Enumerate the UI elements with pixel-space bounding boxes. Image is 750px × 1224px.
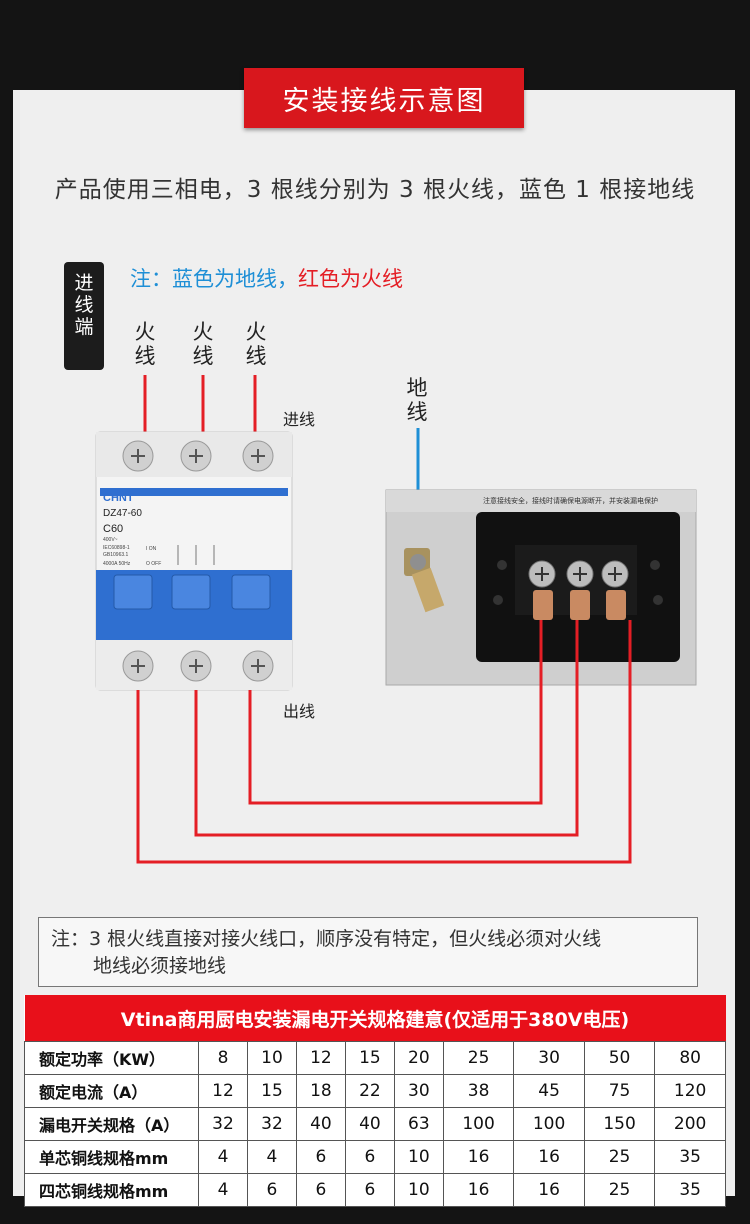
table-cell: 25 — [442, 1041, 515, 1075]
bottom-note-line2: 地线必须接地线 — [93, 955, 227, 977]
table-cell: 38 — [442, 1074, 515, 1108]
table-cell: 100 — [513, 1107, 585, 1141]
bottom-note: 注：3 根火线直接对接火线口，顺序没有特定，但火线必须对火线 地线必须接地线 — [38, 917, 698, 987]
table-cell: 4 — [246, 1140, 297, 1174]
breaker-rating: C60 — [103, 523, 123, 535]
table-cell: 6 — [246, 1173, 297, 1207]
live-wire-label-2: 火线 — [191, 320, 215, 368]
table-cell: 63 — [393, 1107, 444, 1141]
output-live-wires — [136, 620, 632, 864]
table-cell: 6 — [295, 1173, 346, 1207]
table-cell: 25 — [583, 1140, 656, 1174]
table-cell: 10 — [393, 1140, 444, 1174]
table-cell: 80 — [654, 1041, 726, 1075]
table-cell: 15 — [246, 1074, 297, 1108]
table-cell: 6 — [295, 1140, 346, 1174]
table-cell: 16 — [513, 1140, 585, 1174]
table-cell: 32 — [246, 1107, 297, 1141]
breaker-voltage: 400V~ — [103, 537, 118, 543]
table-cell: 120 — [654, 1074, 726, 1108]
table-cell: 200 — [654, 1107, 726, 1141]
table-cell: 12 — [198, 1074, 248, 1108]
table-cell: 12 — [295, 1041, 346, 1075]
spec-table-title: Vtina商用厨电安装漏电开关规格建意(仅适用于380V电压) — [24, 995, 726, 1042]
side-tag: 进 线 端 — [64, 262, 104, 370]
row-label: 额定功率（KW） — [24, 1041, 199, 1075]
table-cell: 30 — [393, 1074, 444, 1108]
table-cell: 22 — [344, 1074, 395, 1108]
breaker-std1: IEC60898-1 — [103, 545, 130, 551]
label-char: 火 — [245, 320, 267, 344]
subtitle: 产品使用三相电，3 根线分别为 3 根火线，蓝色 1 根接地线 — [54, 177, 696, 203]
table-cell: 4 — [198, 1173, 248, 1207]
circuit-breaker: CHNT DZ47-60 C60 400V~ IEC60898-1 GB1096… — [95, 431, 293, 691]
bottom-note-line1: 注：3 根火线直接对接火线口，顺序没有特定，但火线必须对火线 — [51, 928, 602, 950]
label-char: 火 — [192, 320, 214, 344]
spec-table: Vtina商用厨电安装漏电开关规格建意(仅适用于380V电压) 额定功率（KW）… — [24, 995, 726, 1207]
table-cell: 8 — [198, 1041, 248, 1075]
live-wire-label-3: 火线 — [244, 320, 268, 368]
table-cell: 50 — [583, 1041, 656, 1075]
label-char: 线 — [245, 344, 267, 368]
table-cell: 6 — [344, 1173, 395, 1207]
table-cell: 35 — [654, 1140, 726, 1174]
table-cell: 75 — [583, 1074, 656, 1108]
input-label: 进线 — [283, 410, 316, 429]
table-cell: 15 — [344, 1041, 395, 1075]
table-cell: 40 — [344, 1107, 395, 1141]
breaker-on: I ON — [146, 546, 157, 552]
row-label: 单芯铜线规格mm — [24, 1140, 199, 1174]
row-label: 额定电流（A） — [24, 1074, 199, 1108]
page-title: 安装接线示意图 — [244, 68, 524, 128]
ground-wire-label: 地线 — [405, 376, 429, 424]
breaker-model: DZ47-60 — [103, 508, 142, 519]
table-cell: 10 — [246, 1041, 297, 1075]
label-char: 线 — [134, 344, 156, 368]
table-cell: 4 — [198, 1140, 248, 1174]
incoming-live-wires — [143, 375, 257, 440]
breaker-spec: 4000A 50Hz — [103, 561, 131, 567]
table-cell: 20 — [393, 1041, 444, 1075]
table-cell: 18 — [295, 1074, 346, 1108]
color-note: 注：蓝色为地线，红色为火线 — [130, 263, 403, 293]
table-cell: 32 — [198, 1107, 248, 1141]
ground-screw — [404, 548, 445, 613]
row-label: 漏电开关规格（A） — [24, 1107, 199, 1141]
label-char: 线 — [406, 400, 428, 424]
table-cell: 100 — [442, 1107, 515, 1141]
table-cell: 30 — [513, 1041, 585, 1075]
table-cell: 45 — [513, 1074, 585, 1108]
live-wire-label-1: 火线 — [133, 320, 157, 368]
breaker-off: O OFF — [146, 561, 161, 567]
side-tag-char: 线 — [74, 294, 94, 316]
table-cell: 16 — [442, 1140, 515, 1174]
label-char: 地 — [406, 376, 428, 400]
label-char: 火 — [134, 320, 156, 344]
side-tag-char: 端 — [74, 316, 94, 338]
table-cell: 35 — [654, 1173, 726, 1207]
table-cell: 10 — [393, 1173, 444, 1207]
table-cell: 40 — [295, 1107, 346, 1141]
output-label: 出线 — [283, 702, 316, 721]
color-note-blue: 注：蓝色为地线， — [130, 267, 298, 291]
table-cell: 16 — [513, 1173, 585, 1207]
table-cell: 150 — [583, 1107, 656, 1141]
table-cell: 6 — [344, 1140, 395, 1174]
color-note-red: 红色为火线 — [298, 267, 403, 291]
device-warning: 注意接线安全，接线时请确保电源断开，并安装漏电保护 — [483, 496, 658, 505]
row-label: 四芯铜线规格mm — [24, 1173, 199, 1207]
label-char: 线 — [192, 344, 214, 368]
side-tag-char: 进 — [74, 272, 94, 294]
breaker-brand: CHNT — [103, 492, 134, 504]
table-cell: 16 — [442, 1173, 515, 1207]
table-cell: 25 — [583, 1173, 656, 1207]
breaker-std2: GB10963.1 — [103, 552, 129, 558]
